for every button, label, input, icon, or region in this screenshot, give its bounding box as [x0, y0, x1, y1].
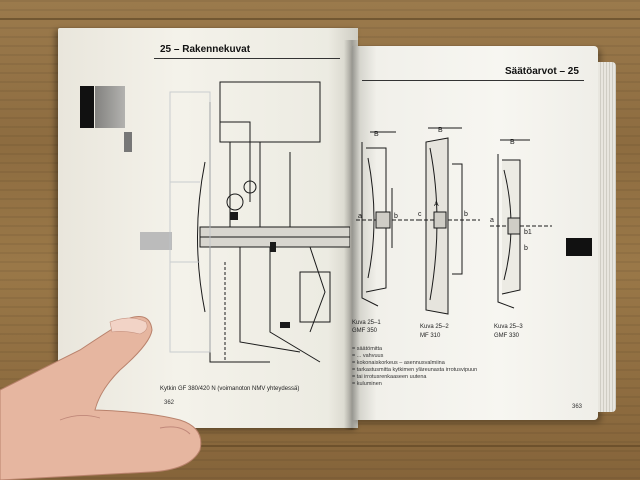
dimension-label: b [524, 245, 528, 252]
clutch-cross-section-drawing [169, 81, 350, 363]
legend-row: = kuluminen [352, 381, 382, 387]
dimension-label: B [374, 131, 379, 138]
figure-model: GMF 350 [352, 328, 378, 334]
figure-label: Kuva 25–3 [494, 324, 523, 330]
legend-row: = kokonaiskorkeus – asennusvalmiina [352, 360, 445, 366]
dimension-label: a [358, 213, 362, 220]
page-number: 363 [572, 404, 583, 410]
legend-row: = säätömitta [352, 346, 383, 352]
hand [0, 316, 202, 480]
section-tab-shadow [95, 86, 125, 128]
section-tab [140, 232, 172, 250]
figure-model: GMF 330 [494, 333, 520, 339]
dimension-label: A [434, 201, 439, 208]
left-page-header: 25 – Rakennekuvat [160, 44, 251, 55]
dimension-label: a [490, 217, 494, 224]
book-gutter [344, 40, 360, 430]
header-rule [154, 58, 340, 59]
dimension-label: B [510, 139, 515, 146]
right-page-header: Säätöarvot – 25 [505, 66, 579, 77]
section-tab [566, 238, 592, 256]
figure-label: Kuva 25–2 [420, 324, 449, 330]
page-stack-edge [598, 62, 616, 412]
clutch-drawing-3: B a b1 b [490, 139, 552, 309]
legend-row: = tarkastusmitta kytkimen yläreunasta ir… [352, 367, 478, 373]
clutch-drawing-2: B c A b [418, 127, 480, 315]
dimension-label: c [418, 211, 422, 218]
dimension-label: B [438, 127, 443, 134]
legend-row: = ... vahvuus [352, 353, 384, 359]
figure-model: MF 310 [420, 333, 441, 339]
table-plank-seam [0, 18, 640, 20]
dimension-label: b1 [524, 229, 532, 236]
section-tab [124, 132, 132, 152]
page-number: 362 [164, 400, 175, 406]
figure-label: Kuva 25–1 [352, 320, 381, 326]
section-tab [80, 86, 94, 128]
header-rule [362, 80, 584, 81]
dimension-label: b [464, 211, 468, 218]
clutch-drawing-1: B a b [356, 131, 418, 307]
right-page [352, 46, 598, 420]
legend-row: = tai irrotusrenkaaseen uutena [352, 374, 427, 380]
dimension-label: b [394, 213, 398, 220]
figure-caption: Kytkin GF 380/420 N (voimanoton NMV yhte… [160, 386, 300, 392]
table-plank-seam [0, 445, 640, 447]
legend: = säätömitta = ... vahvuus = kokonaiskor… [352, 346, 592, 388]
